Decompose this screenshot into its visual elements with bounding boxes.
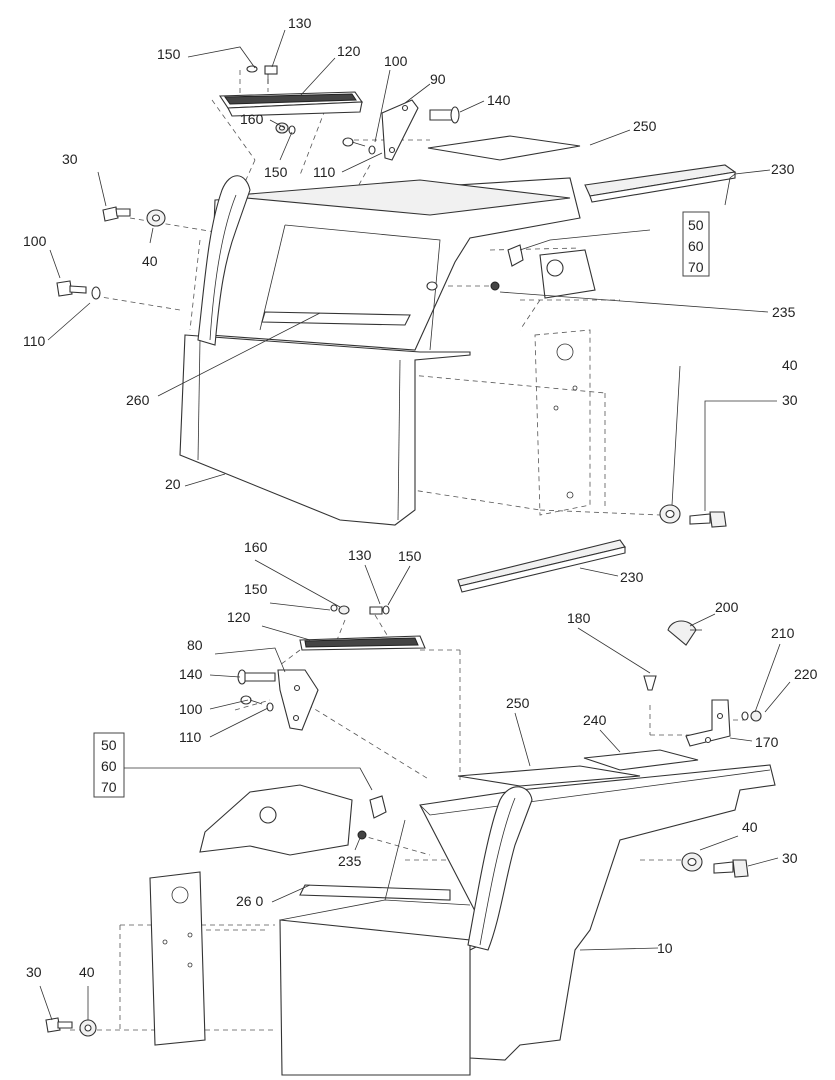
callout-30-upper-left: 30: [62, 151, 78, 167]
callout-120-top: 120: [337, 43, 361, 59]
callout-80: 80: [187, 637, 203, 653]
mat-250-top: [427, 135, 581, 161]
callout-140-lower: 140: [179, 666, 203, 682]
knob-200: [667, 620, 702, 646]
callout-40-lower-right: 40: [742, 819, 758, 835]
callout-220: 220: [794, 666, 818, 682]
callout-40-upper-right: 40: [782, 357, 798, 373]
trim-rail-230-lower: [457, 539, 626, 593]
callout-240: 240: [583, 712, 607, 728]
callout-100-top: 100: [384, 53, 408, 69]
bracket-170: [685, 699, 762, 747]
callout-40-upper-left: 40: [142, 253, 158, 269]
callout-210: 210: [771, 625, 795, 641]
callout-130-lower: 130: [348, 547, 372, 563]
callout-20: 20: [165, 476, 181, 492]
callout-260-lower: 26 0: [236, 893, 263, 909]
callout-230-lower: 230: [620, 569, 644, 585]
callout-235-lower: 235: [338, 853, 362, 869]
bolt-100-upper-left: [56, 280, 101, 300]
callout-labels: 130 150 120 100 90 140 250 160 150 110 2…: [23, 15, 818, 980]
callout-30-upper-right: 30: [782, 392, 798, 408]
callout-30-lower-right: 30: [782, 850, 798, 866]
group-lower-50: 50: [101, 737, 117, 753]
bolt-140-lower: [237, 669, 276, 685]
callout-150-top: 150: [157, 46, 181, 62]
bolt-30-upper-left: [102, 206, 166, 227]
mount-plate-lower: [149, 871, 206, 1046]
callout-90: 90: [430, 71, 446, 87]
group-lower-70: 70: [101, 779, 117, 795]
callout-110-top: 110: [313, 164, 336, 180]
bracket-90: [381, 99, 419, 161]
mat-240: [583, 749, 699, 771]
group-upper-60: 60: [688, 238, 704, 254]
step-plate-top: [218, 91, 364, 117]
callout-110-lower: 110: [179, 729, 202, 745]
bolt-30-upper-right: [659, 504, 727, 528]
callout-10: 10: [657, 940, 673, 956]
bolt-140-top: [429, 106, 460, 124]
step-plate-lower: [299, 635, 426, 651]
callout-200: 200: [715, 599, 739, 615]
bolt-30-lower-right: [681, 852, 749, 878]
screw-180: [643, 675, 657, 691]
mount-bracket-upper: [507, 244, 596, 516]
hardware-lower-top: [330, 604, 390, 615]
callout-150-mid: 150: [264, 164, 288, 180]
callout-250-lower: 250: [506, 695, 530, 711]
bolt-30-lower-left: [45, 1017, 97, 1037]
bolt-100-top: [342, 137, 376, 155]
callout-160-top: 160: [240, 111, 264, 127]
callout-230-top: 230: [771, 161, 795, 177]
callout-120-lower: 120: [227, 609, 251, 625]
group-upper-70: 70: [688, 259, 704, 275]
callout-260-top: 260: [126, 392, 150, 408]
leader-lines: [39, 29, 791, 1021]
bracket-80: [277, 669, 319, 731]
callout-100-lower: 100: [179, 701, 203, 717]
callout-235-top: 235: [772, 304, 796, 320]
lower-assembly: [45, 539, 776, 1076]
bolt-100-lower: [240, 695, 274, 712]
trim-rail-230-top: [584, 164, 737, 203]
callout-140-top: 140: [487, 92, 511, 108]
callout-160-lower: 160: [244, 539, 268, 555]
callout-150-lower-left: 150: [244, 581, 268, 597]
callout-150-lower-right: 150: [398, 548, 422, 564]
callout-170: 170: [755, 734, 779, 750]
group-box-upper: [682, 211, 710, 277]
upper-assembly: [56, 65, 737, 528]
group-box-lower: [93, 732, 125, 798]
housing-10: [279, 764, 776, 1076]
callout-250-top: 250: [633, 118, 657, 134]
group-upper-50: 50: [688, 217, 704, 233]
mat-250-lower: [457, 765, 641, 787]
callout-180: 180: [567, 610, 591, 626]
mount-bracket-lower: [199, 784, 353, 856]
callout-110-upper-left: 110: [23, 333, 46, 349]
bolt-130-top: [246, 65, 278, 84]
callout-130-top: 130: [288, 15, 312, 31]
callout-40-lower-left: 40: [79, 964, 95, 980]
housing-20: [179, 175, 581, 526]
callout-100-upper-left: 100: [23, 233, 47, 249]
group-lower-60: 60: [101, 758, 117, 774]
callout-30-lower-left: 30: [26, 964, 42, 980]
